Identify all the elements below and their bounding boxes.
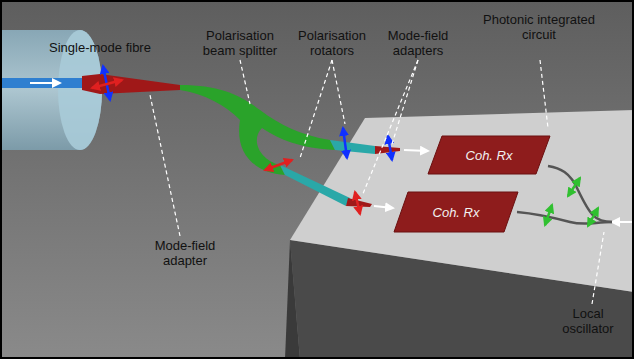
part-label: Mode-field adapters — [378, 28, 458, 58]
part-label: Single-mode fibre — [40, 40, 160, 55]
block-label: Coh. Rx — [433, 205, 480, 220]
receiver-block: Coh. Rx — [394, 192, 518, 232]
part-label: Photonic integrated circuit — [480, 12, 598, 42]
part-label: Local oscillator — [548, 306, 628, 336]
part-label: Mode-field adapter — [140, 238, 230, 268]
block-label: Coh. Rx — [466, 148, 513, 163]
part-label: Polarisation beam splitter — [190, 28, 290, 58]
receiver-block: Coh. Rx — [428, 136, 550, 174]
part-label: Polarisation rotators — [290, 28, 374, 58]
